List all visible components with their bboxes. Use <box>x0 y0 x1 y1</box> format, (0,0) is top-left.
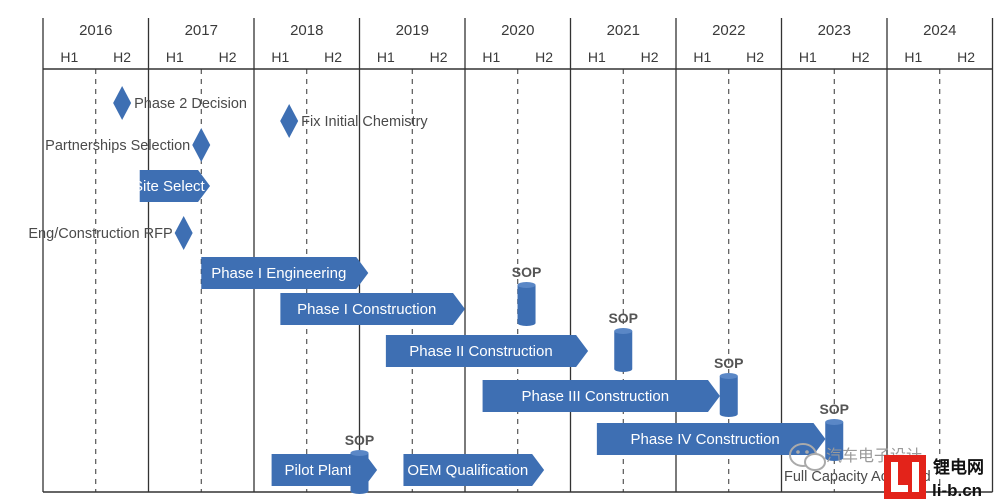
sop-label: SOP <box>714 355 744 371</box>
task-label: Phase I Construction <box>297 301 436 318</box>
sop-cylinder <box>719 376 738 417</box>
year-label: 2024 <box>923 22 956 39</box>
task-bar <box>201 257 369 289</box>
half-label: H2 <box>852 49 870 65</box>
year-label: 2022 <box>712 22 745 39</box>
half-label: H1 <box>588 49 606 65</box>
half-label: H1 <box>693 49 711 65</box>
task-bar <box>596 423 826 455</box>
year-label: 2021 <box>607 22 640 39</box>
half-label: H1 <box>904 49 922 65</box>
task-label: Phase II Construction <box>409 343 552 360</box>
task-label: Site Select <box>133 178 206 195</box>
task-bar <box>280 293 465 325</box>
half-label: H2 <box>324 49 342 65</box>
year-label: 2023 <box>818 22 851 39</box>
half-label: H1 <box>60 49 78 65</box>
task-bar <box>403 454 545 486</box>
task-label: Phase III Construction <box>521 388 669 405</box>
milestone-label: Eng/Construction RFP <box>28 226 172 242</box>
year-label: 2016 <box>79 22 112 39</box>
sop-cylinder <box>350 453 369 494</box>
year-label: 2018 <box>290 22 323 39</box>
task-label: Phase IV Construction <box>631 431 780 448</box>
half-label: H1 <box>482 49 500 65</box>
sop-cylinder <box>614 331 633 372</box>
half-label: H2 <box>746 49 764 65</box>
sop-cylinder-top <box>517 282 536 288</box>
wechat-icon <box>789 443 826 471</box>
milestone-label: Partnerships Selection <box>45 138 190 154</box>
sop-cylinder-top <box>350 450 369 456</box>
milestone-diamond <box>113 86 132 120</box>
half-label: H2 <box>957 49 975 65</box>
sop-cylinder-top <box>614 328 633 334</box>
grid-lines <box>42 18 994 493</box>
year-label: 2017 <box>185 22 218 39</box>
task-label: OEM Qualification <box>407 462 528 479</box>
milestone-diamond <box>192 128 211 162</box>
sop-cylinder <box>825 422 844 461</box>
sop-label: SOP <box>608 310 638 326</box>
task-bar <box>482 380 720 412</box>
half-label: H2 <box>641 49 659 65</box>
brand-logo <box>884 455 926 499</box>
half-label: H1 <box>799 49 817 65</box>
brand-site: li-b.cn <box>932 481 982 500</box>
sop-cylinder-top <box>719 373 738 379</box>
watermark: 汽车电子设计 锂电网 li-b.cn <box>789 443 984 500</box>
sop-markers: SOP SOP SOP SOP SOP <box>345 264 849 494</box>
task-label: Pilot Plant <box>285 462 353 479</box>
year-label: 2019 <box>396 22 429 39</box>
milestone-diamond <box>174 216 193 250</box>
task-bar <box>139 170 211 202</box>
task-bar <box>385 335 589 367</box>
sop-cylinder-top <box>825 419 844 425</box>
half-label: H1 <box>166 49 184 65</box>
half-label: H2 <box>430 49 448 65</box>
milestone-diamond <box>280 104 299 138</box>
year-label: 2020 <box>501 22 534 39</box>
sop-cylinder <box>517 285 536 326</box>
task-label: Phase I Engineering <box>211 265 346 282</box>
brand-name: 锂电网 <box>933 457 984 477</box>
sop-label: SOP <box>345 432 375 448</box>
sop-label: SOP <box>819 401 849 417</box>
milestone-label: Fix Initial Chemistry <box>301 114 428 130</box>
half-label: H1 <box>271 49 289 65</box>
half-label: H2 <box>113 49 131 65</box>
milestone-label: Phase 2 Decision <box>134 96 247 112</box>
half-label: H1 <box>377 49 395 65</box>
half-label: H2 <box>219 49 237 65</box>
half-label: H2 <box>535 49 553 65</box>
sop-label: SOP <box>512 264 542 280</box>
